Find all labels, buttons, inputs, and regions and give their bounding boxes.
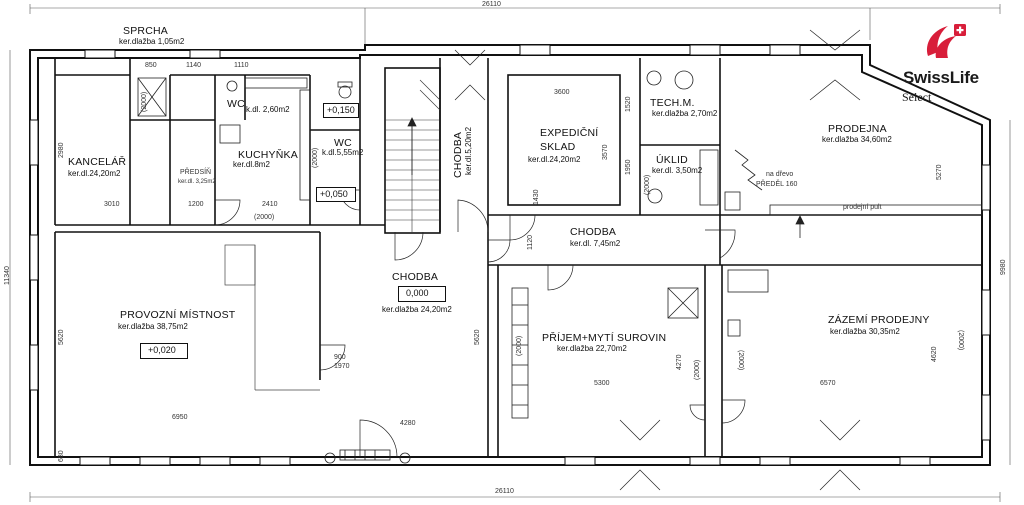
counter-label: prodejní pult: [843, 204, 882, 211]
dim-top-total: 26110: [482, 1, 501, 8]
room-name-predsin: PŘEDSÍŇ: [180, 169, 212, 176]
dim-2000-zazemi-right: (2000): [957, 330, 964, 351]
room-name-wc: WC: [334, 137, 352, 149]
dim-1970: 1970: [334, 363, 350, 370]
room-area-predsin: ker.dl. 3,25m2: [178, 179, 216, 185]
level-provozni: +0,020: [148, 345, 176, 355]
dim-680: 680: [58, 450, 65, 462]
dim-right-total: 9980: [1000, 259, 1007, 275]
dim-3600: 3600: [554, 89, 570, 96]
dim-1430: 1430: [533, 189, 540, 205]
room-name-uklid: ÚKLID: [656, 154, 688, 166]
dim-2000-zazemi: (2000): [737, 350, 744, 371]
room-area-tech: ker.dlažba 2,70m2: [652, 109, 718, 118]
windows: [29, 44, 991, 466]
room-name-expedicni: EXPEDIČNÍ: [540, 127, 599, 139]
room-area-wc-small: k.dl. 2,60m2: [246, 105, 290, 114]
room-area-chodba-vertical: ker.dl.5,20m2: [464, 126, 473, 175]
dim-1110: 1110: [234, 62, 249, 69]
brand-name: SwissLife: [903, 68, 979, 87]
interior-walls: [54, 58, 982, 457]
room-name-prodejna: PRODEJNA: [828, 123, 887, 135]
dim-5300: 5300: [594, 380, 610, 387]
dim-850: 850: [145, 62, 157, 69]
room-area-kancelar: ker.dl.24,20m2: [68, 169, 121, 178]
dim-left-total: 11340: [4, 266, 11, 285]
dim-1140: 1140: [186, 62, 202, 69]
room-name-prijem: PŘÍJEM+MYTÍ SUROVIN: [542, 332, 667, 344]
partition-note: PŘEDĚL 160: [756, 181, 798, 188]
brand-tagline: Select: [902, 90, 932, 104]
dim-2410: 2410: [262, 201, 278, 208]
dim-2000-sprcha: (2000): [141, 91, 148, 112]
dim-1950: 1950: [625, 159, 632, 175]
dimension-lines: [9, 4, 1011, 502]
room-name-zazemi: ZÁZEMÍ PRODEJNY: [828, 314, 930, 326]
swisslife-brand-mark-icon: [926, 24, 966, 58]
partitions: [224, 244, 320, 391]
room-area-prodejna: ker.dlažba 34,60m2: [822, 135, 892, 144]
room-name-sklad: SKLAD: [540, 141, 576, 153]
level-box-wc-050: +0,050: [316, 187, 356, 202]
dim-2000-wc: (2000): [312, 147, 319, 168]
level-box-chodba: 0,000: [398, 286, 446, 302]
room-area-chodba-middle: ker.dl. 7,45m2: [570, 239, 621, 248]
room-name-chodba-vertical: CHODBA: [452, 131, 464, 178]
dim-bottom-total: 26110: [495, 488, 514, 495]
dim-3010: 3010: [104, 201, 120, 208]
dim-2980: 2980: [58, 142, 65, 158]
dim-1200: 1200: [188, 201, 204, 208]
dim-2000-uklid: (2000): [644, 174, 651, 195]
room-area-wc: k.dl.5,55m2: [322, 148, 364, 157]
room-name-kancelar: KANCELÁŘ: [68, 156, 127, 168]
room-name-provozni: PROVOZNÍ MÍSTNOST: [120, 309, 236, 321]
room-area-sprcha: ker.dlažba 1,05m2: [119, 37, 185, 46]
floor-note: na dřevo: [766, 171, 794, 178]
dim-5620-right: 5620: [474, 329, 481, 345]
dim-2000-prijem: (2000): [516, 335, 523, 356]
level-wc-150: +0,150: [327, 105, 355, 115]
window-swings: [454, 29, 861, 491]
dim-2000-prijem-right: (2000): [694, 359, 701, 380]
dim-4280: 4280: [400, 420, 416, 427]
room-name-tech: TECH.M.: [650, 97, 695, 109]
dim-2000-kuchynka: (2000): [254, 214, 275, 221]
dim-6950: 6950: [172, 414, 188, 421]
level-chodba: 0,000: [406, 288, 429, 298]
dim-1520: 1520: [625, 96, 632, 112]
outer-walls: [29, 44, 991, 466]
room-area-zazemi: ker.dlažba 30,35m2: [830, 327, 900, 336]
door-swings: [214, 189, 746, 458]
level-box-wc-150: +0,150: [323, 103, 359, 118]
room-name-wc-small: WC: [227, 98, 245, 110]
dim-6570: 6570: [820, 380, 836, 387]
direction-arrows: [407, 117, 805, 238]
level-box-provozni: +0,020: [140, 343, 188, 359]
fixtures: [137, 70, 983, 464]
room-area-chodba-main: ker.dlažba 24,20m2: [382, 305, 452, 314]
dim-1120: 1120: [527, 234, 534, 250]
swisslife-logo: SwissLife Select: [890, 20, 1020, 110]
dim-900: 900: [334, 354, 346, 361]
room-name-chodba-main: CHODBA: [392, 271, 439, 283]
room-name-chodba-middle: CHODBA: [570, 226, 617, 238]
level-wc-050: +0,050: [320, 189, 348, 199]
room-area-prijem: ker.dlažba 22,70m2: [557, 344, 627, 353]
dim-4270: 4270: [676, 354, 683, 370]
dim-3570: 3570: [602, 144, 609, 160]
room-name-kuchynka: KUCHYŇKA: [238, 149, 298, 161]
room-name-sprcha: SPRCHA: [123, 25, 168, 37]
dim-4620: 4620: [931, 346, 938, 362]
room-area-provozni: ker.dlažba 38,75m2: [118, 322, 188, 331]
room-area-expedicni: ker.dl.24,20m2: [528, 155, 581, 164]
dim-5620-left: 5620: [58, 329, 65, 345]
room-area-uklid: ker.dl. 3,50m2: [652, 166, 703, 175]
dim-5270: 5270: [936, 164, 943, 180]
room-area-kuchynka: ker.dl.8m2: [233, 160, 270, 169]
stair-treads: [385, 79, 441, 232]
